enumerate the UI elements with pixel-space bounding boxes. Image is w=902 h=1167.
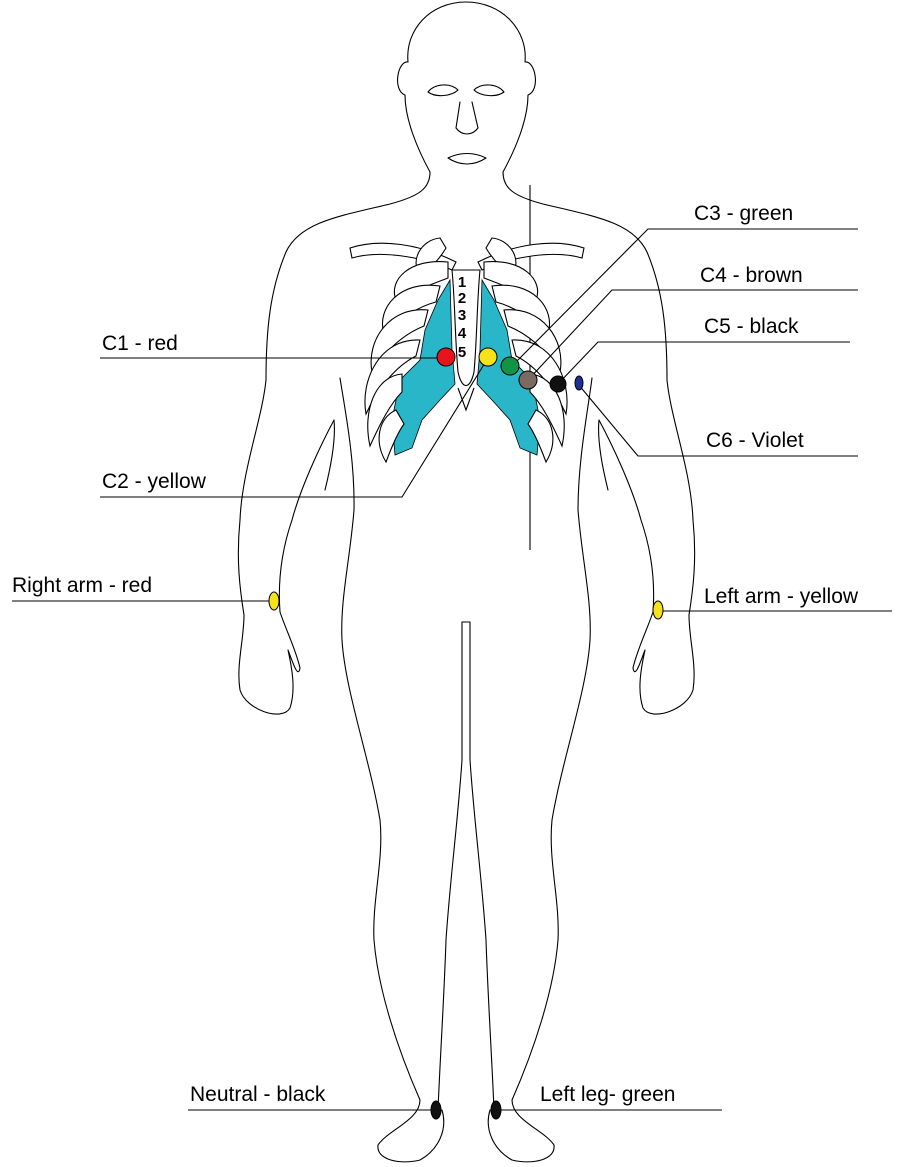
c4-leader [528,290,858,380]
electrode-c6 [575,376,583,390]
c5-leader [558,342,850,384]
left-eye [428,85,458,96]
electrode-c3 [501,357,519,375]
torso-right-outline [488,378,592,1162]
rib-number-1: 1 [458,274,466,291]
rib-number-4: 4 [458,325,467,342]
electrode-neutral [431,1101,441,1119]
body-outline [238,2,694,1162]
inner-legs-outline [438,622,494,1110]
torso-left-outline [340,378,444,1162]
electrode-c2 [479,348,497,366]
rib-number-3: 3 [458,307,466,324]
rib-cage [350,238,584,462]
electrode-c5 [550,376,566,392]
mouth [448,154,486,165]
electrode-right-arm [269,592,279,610]
electrode-c1 [437,348,455,366]
electrode-left-arm [653,601,663,619]
nose [456,102,478,134]
label-c4: C4 - brown [700,264,803,287]
rib-number-5: 5 [458,344,466,361]
head-outline [398,2,536,172]
label-c3: C3 - green [694,202,793,225]
rib-number-labels: 1 2 3 4 5 [458,274,467,361]
label-right-arm: Right arm - red [12,574,152,597]
rib-number-2: 2 [458,290,466,307]
electrode-c4 [519,371,537,389]
label-c1: C1 - red [102,332,178,355]
label-left-arm: Left arm - yellow [704,585,859,608]
right-eye [474,85,504,96]
label-left-leg: Left leg- green [540,1083,675,1106]
label-c5: C5 - black [704,315,799,338]
label-c2: C2 - yellow [102,470,207,493]
electrodes [269,348,663,1119]
label-c6: C6 - Violet [706,429,804,452]
label-neutral: Neutral - black [190,1083,326,1106]
electrode-left-leg [491,1101,501,1119]
xiphoid [458,388,474,410]
